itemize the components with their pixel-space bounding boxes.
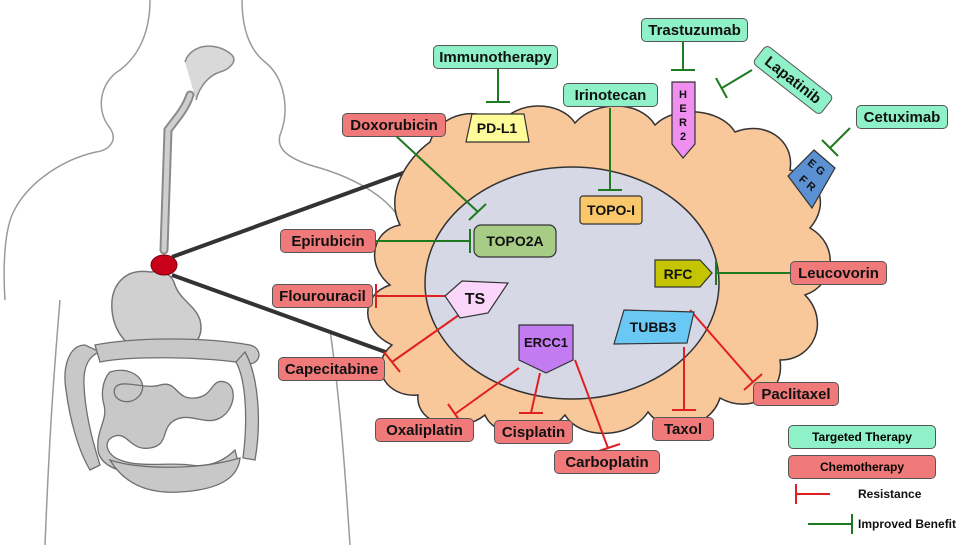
target-rfc-label: RFC (664, 266, 693, 282)
drug-capecitabine: Capecitabine (278, 357, 385, 381)
resistance-lines (375, 284, 763, 453)
target-pdl1: PD-L1 (465, 113, 530, 143)
drug-flourouracil: Flourouracil (272, 284, 373, 308)
drug-carboplatin: Carboplatin (554, 450, 660, 474)
her2-letter-h: H (679, 89, 687, 101)
human-body-illustration (3, 0, 401, 545)
tumor-site-marker (150, 254, 178, 276)
legend-benefit-label: Improved Benefit (858, 517, 957, 531)
target-egfr: E G F R (787, 149, 836, 210)
target-ercc1-label: ERCC1 (524, 335, 568, 350)
drug-cetuximab: Cetuximab (856, 105, 948, 129)
drug-taxol: Taxol (652, 417, 714, 441)
target-her2: H E R 2 (671, 81, 696, 159)
target-topo1-label: TOPO-I (587, 202, 635, 218)
legend-benefit-symbol (808, 514, 853, 534)
intestines-illustration (64, 338, 260, 493)
legend-targeted-box: Targeted Therapy (788, 425, 936, 449)
drug-trastuzumab: Trastuzumab (641, 18, 748, 42)
her2-letter-2: 2 (680, 131, 686, 143)
target-ts: TS (444, 280, 510, 319)
legend-chemotherapy-box: Chemotherapy (788, 455, 936, 479)
drug-doxorubicin: Doxorubicin (342, 113, 446, 137)
drug-oxaliplatin: Oxaliplatin (375, 418, 474, 442)
drug-paclitaxel: Paclitaxel (753, 382, 839, 406)
drug-epirubicin: Epirubicin (280, 229, 376, 253)
drug-irinotecan: Irinotecan (563, 83, 658, 107)
benefit-lines (376, 40, 851, 285)
legend-resistance-label: Resistance (858, 487, 922, 501)
drug-immunotherapy: Immunotherapy (433, 45, 558, 69)
target-ts-label: TS (465, 291, 486, 308)
target-topo2a-label: TOPO2A (486, 233, 543, 249)
target-pdl1-label: PD-L1 (477, 120, 518, 136)
target-topo2a: TOPO2A (473, 224, 557, 258)
drug-leucovorin: Leucovorin (790, 261, 887, 285)
target-ercc1: ERCC1 (518, 324, 574, 374)
legend-resistance-symbol (795, 484, 830, 504)
esophagus-illustration (159, 45, 235, 255)
her2-letter-r: R (679, 117, 687, 129)
target-topo1: TOPO-I (579, 195, 643, 225)
target-tubb3-label: TUBB3 (630, 319, 677, 335)
her2-letter-e: E (679, 103, 686, 115)
target-tubb3: TUBB3 (613, 309, 695, 345)
drug-cisplatin: Cisplatin (494, 420, 573, 444)
target-rfc: RFC (654, 259, 713, 288)
zoom-line-upper (171, 163, 426, 259)
